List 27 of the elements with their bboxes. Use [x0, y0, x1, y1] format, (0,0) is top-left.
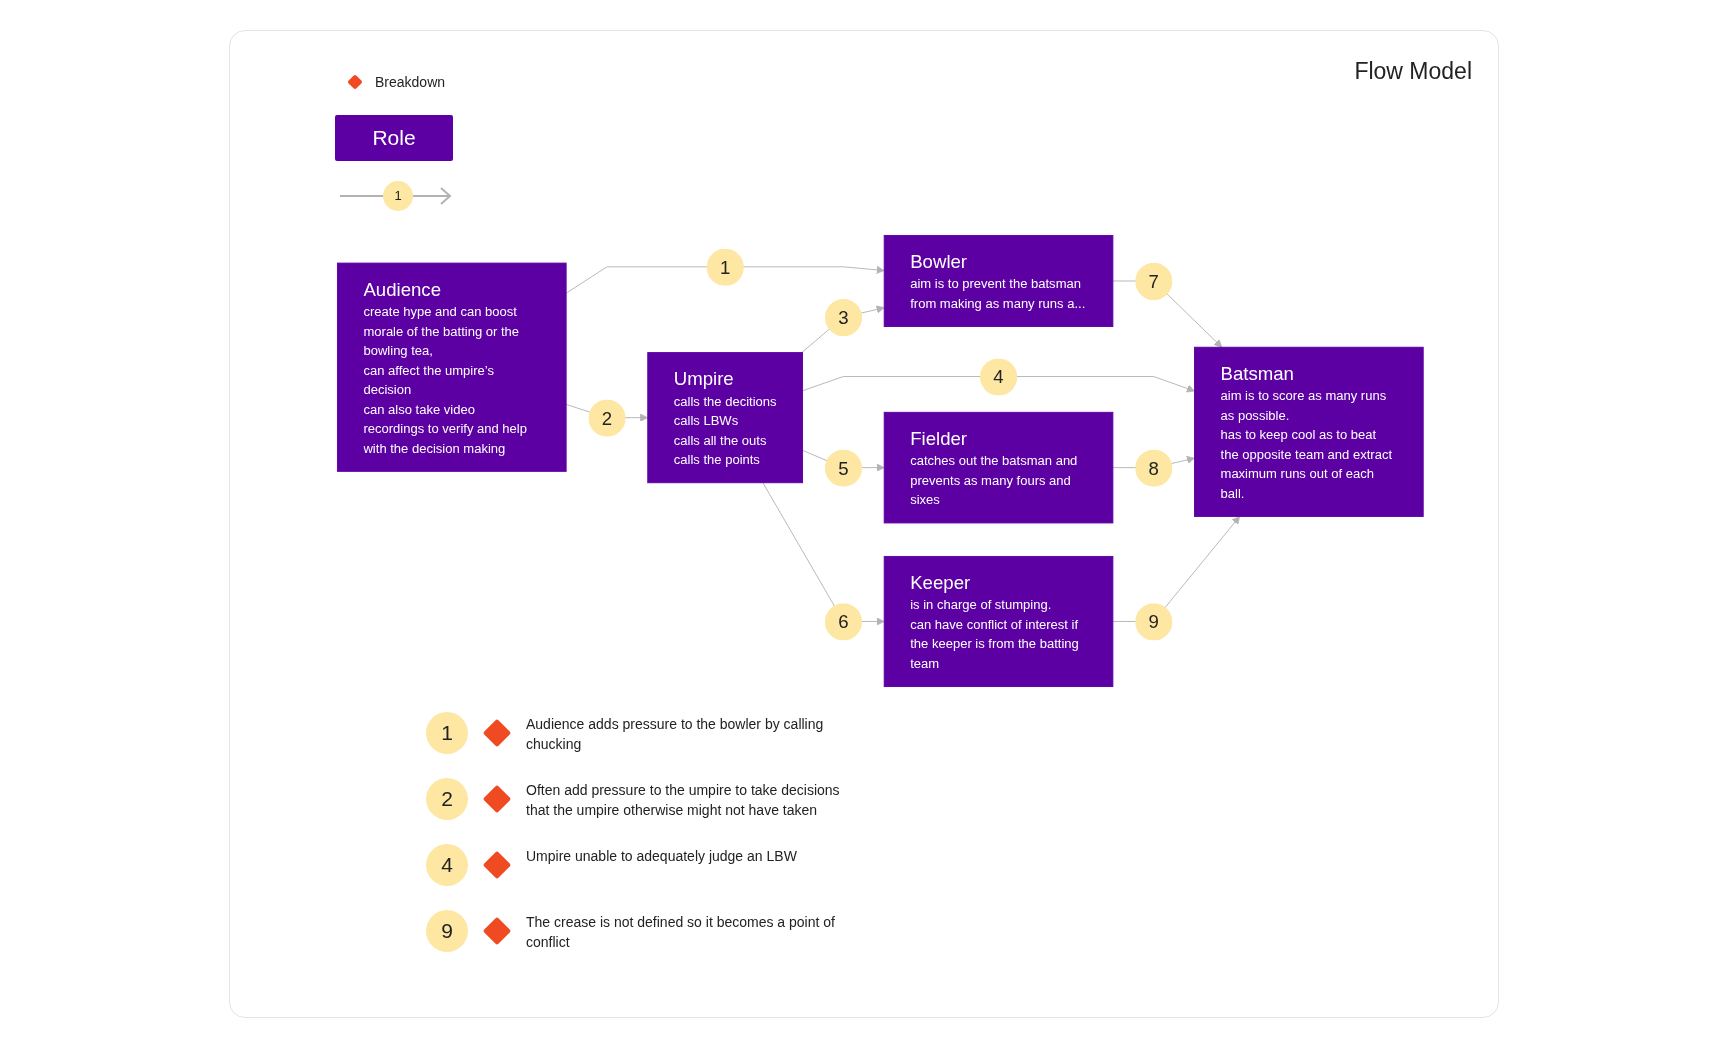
edge-label: 5	[824, 449, 862, 487]
diagram-title: Flow Model	[1353, 58, 1472, 85]
number-badge: 9	[426, 910, 468, 952]
edge-label: 6	[824, 602, 862, 641]
edge-label: 2	[588, 399, 626, 437]
node-box: Umpire calls the decitions calls LBWs calls all the outs calls the points	[647, 352, 804, 484]
number-badge: 2	[426, 778, 468, 820]
note-text: Audience adds pressure to the bowler by calling chucking	[526, 715, 825, 754]
role-legend-box: Role	[335, 115, 453, 161]
node-box: Audience create hype and can boost morale of the batting or the bowling tea, can affect the umpire’s decision can also take video recordings to verify and help with the decision making	[336, 262, 567, 472]
node-box: Bowler aim is to prevent the batsman from making as many runs a...	[883, 234, 1114, 327]
node-box: Fielder catches out the batsman and prevents as many fours and sixes	[883, 411, 1114, 524]
number-badge: 1	[383, 181, 413, 211]
edge-label: 1	[706, 248, 744, 286]
number-badge: 1	[426, 712, 468, 754]
edge-label: 9	[1135, 602, 1173, 641]
note-text: Umpire unable to adequately judge an LBW	[526, 847, 798, 866]
legend-label: Breakdown	[375, 74, 446, 90]
edge-label: 7	[1135, 262, 1173, 300]
edge-label: 4	[979, 357, 1018, 396]
note-text: The crease is not defined so it becomes a point of conflict	[526, 913, 836, 952]
node-box: Batsman aim is to score as many runs as possible. has to keep cool as to beat the opposite team and extract maximum runs out of each ball.	[1194, 346, 1424, 517]
edge-label: 8	[1135, 449, 1173, 487]
edge-label: 3	[824, 298, 862, 336]
number-badge: 4	[426, 844, 468, 886]
node-box: Keeper is in charge of stumping. can have conflict of interest if the keeper is from the batting team	[883, 555, 1114, 688]
note-text: Often add pressure to the umpire to take decisions that the umpire otherwise might not have taken	[526, 781, 841, 820]
